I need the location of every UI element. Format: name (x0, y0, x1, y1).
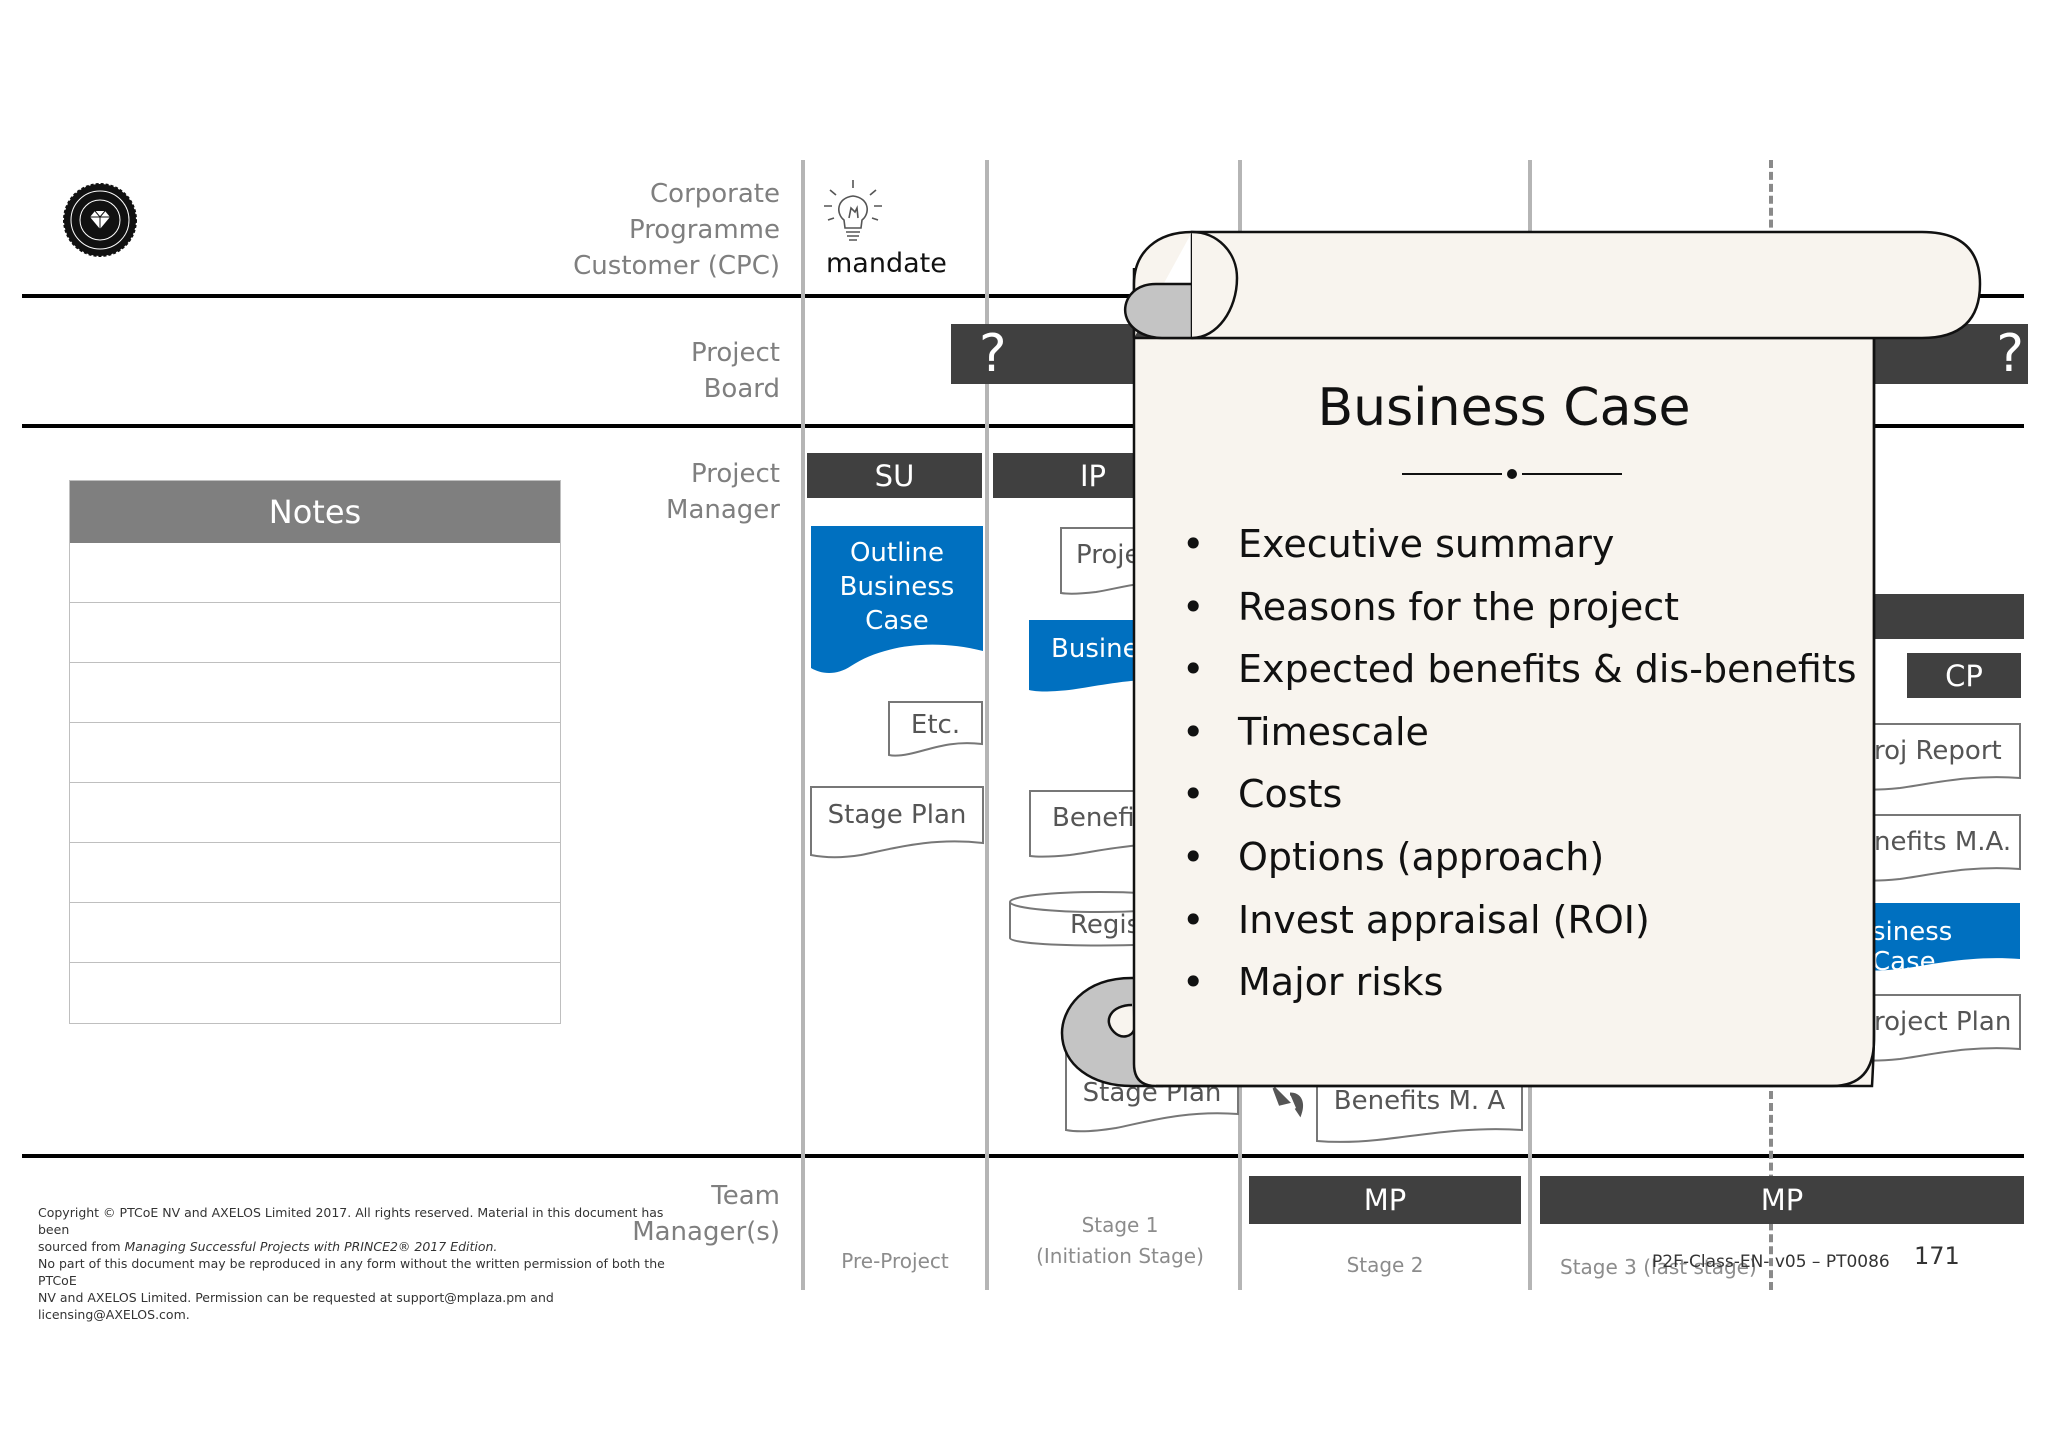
bullet-dot: • (1182, 647, 1205, 692)
doc-register-ip-label: Regis (1070, 910, 1141, 940)
doc-etc[interactable]: Etc. (888, 701, 983, 760)
role-cpc: Corporate Programme Customer (CPC) (573, 179, 780, 281)
scroll-bullet-text: Expected benefits & dis-benefits (1238, 647, 1857, 692)
role-project-board: Project Board (691, 338, 780, 404)
scroll-bullet-text: Invest appraisal (ROI) (1238, 897, 1650, 942)
doc-project-plan-right-label: roject Plan (1874, 1007, 2012, 1037)
question-mark: ? (979, 324, 1007, 384)
notes-row[interactable] (70, 603, 560, 663)
bullet-dot: • (1182, 960, 1205, 1005)
process-right-dark (1860, 594, 2024, 639)
role-project-manager: Project Manager (666, 459, 780, 525)
bullet-dot: • (1182, 772, 1205, 817)
stage-label-stage1: Stage 1 (Initiation Stage) (1036, 1213, 1204, 1268)
scroll-bullet-text: Major risks (1238, 960, 1444, 1005)
scroll-bullet-text: Executive summary (1238, 522, 1615, 566)
doc-stage-plan-su-label: Stage Plan (827, 800, 967, 830)
doc-benefits-ma-right-label: nefits M.A. (1874, 827, 2012, 857)
scroll-bullet-list: • Executive summary • Reasons for the proje… (1182, 522, 1882, 1042)
notes-row[interactable] (70, 543, 560, 603)
copyright-line1: Copyright © PTCoE NV and AXELOS Limited … (38, 1205, 664, 1237)
process-mp-stage3: MP (1540, 1176, 2024, 1224)
notes-row[interactable] (70, 963, 560, 1022)
copyright-notice: Copyright © PTCoE NV and AXELOS Limited … (38, 1204, 698, 1323)
role-team-manager: Team Manager(s) (632, 1181, 780, 1247)
notes-row[interactable] (70, 903, 560, 963)
lightbulb-icon (822, 178, 884, 248)
notes-panel[interactable]: Notes (69, 480, 561, 1024)
stage-label-pre-project: Pre-Project (841, 1249, 949, 1273)
arrow-icon (1270, 1080, 1310, 1120)
bullet-dot: • (1182, 709, 1205, 754)
page-number: 171 (1914, 1242, 1960, 1270)
doc-business-case-right-label: siness Case (1872, 917, 1953, 977)
doc-benefits-ma-right[interactable]: nefits M.A. (1859, 814, 2021, 885)
doc-project-ip-label: Proje (1076, 540, 1141, 570)
scroll-bullet-text: Timescale (1238, 709, 1429, 754)
doc-benefits-ma-stage2[interactable]: Benefits M. A (1316, 1077, 1523, 1144)
bullet-dot: • (1182, 835, 1205, 879)
doc-business-case-right[interactable]: siness Case (1860, 903, 2020, 977)
doc-outline-business-case[interactable]: Outline Business Case (811, 526, 983, 681)
bullet-dot: • (1182, 522, 1205, 566)
ptcoe-logo (62, 182, 138, 258)
mandate-label: mandate (826, 248, 947, 279)
doc-benefits-ip-label: Benefi (1052, 803, 1135, 833)
scroll-title: Business Case (1317, 378, 1691, 438)
doc-project-plan-right[interactable]: roject Plan (1859, 994, 2021, 1065)
copyright-line4: NV and AXELOS Limited. Permission can be… (38, 1290, 554, 1322)
stage-line-2 (985, 160, 989, 1290)
notes-row[interactable] (70, 723, 560, 783)
doc-etc-label: Etc. (910, 710, 961, 740)
scroll-bullet-text: Costs (1238, 772, 1343, 817)
business-case-scroll: Business Case • Executive summary • Reasons… (1022, 230, 1984, 1092)
doc-outline-business-case-label: Outline Business Case (839, 538, 955, 636)
stage-line-1 (801, 160, 805, 1290)
copyright-line2: sourced from Managing Successful Project… (38, 1239, 498, 1254)
title-divider (1402, 468, 1624, 480)
lane-divider-board (22, 424, 2024, 428)
bullet-dot: • (1182, 584, 1205, 629)
notes-row[interactable] (70, 843, 560, 903)
notes-title: Notes (70, 481, 560, 543)
notes-row[interactable] (70, 663, 560, 723)
doc-end-project-report-label: roj Report (1874, 736, 2002, 766)
notes-row[interactable] (70, 783, 560, 843)
scroll-bullet-text: Reasons for the project (1238, 584, 1680, 629)
stage-label-stage2: Stage 2 (1346, 1253, 1424, 1277)
scroll-bullet-text: Options (approach) (1238, 835, 1605, 879)
doc-benefits-ma-stage2-label: Benefits M. A (1333, 1086, 1506, 1116)
process-su: SU (807, 453, 982, 498)
lane-divider-pm (22, 1154, 2024, 1158)
question-mark: ? (1996, 324, 2024, 384)
doc-code: P2F-Class-EN- v05 – PT0086 (1652, 1252, 1890, 1272)
board-decision-bar-left: ? (951, 324, 1159, 384)
process-cp: CP (1907, 653, 2021, 698)
lane-divider-cpc (22, 294, 2024, 298)
doc-stage-plan-su[interactable]: Stage Plan (810, 786, 984, 859)
stage-label-stage3: Stage 3 (last stage) (1560, 1255, 1757, 1279)
bullet-dot: • (1182, 897, 1205, 942)
process-mp-stage2: MP (1249, 1176, 1521, 1224)
doc-business-case-ip-label: Busine (1051, 634, 1139, 664)
copyright-line3: No part of this document may be reproduc… (38, 1256, 665, 1288)
